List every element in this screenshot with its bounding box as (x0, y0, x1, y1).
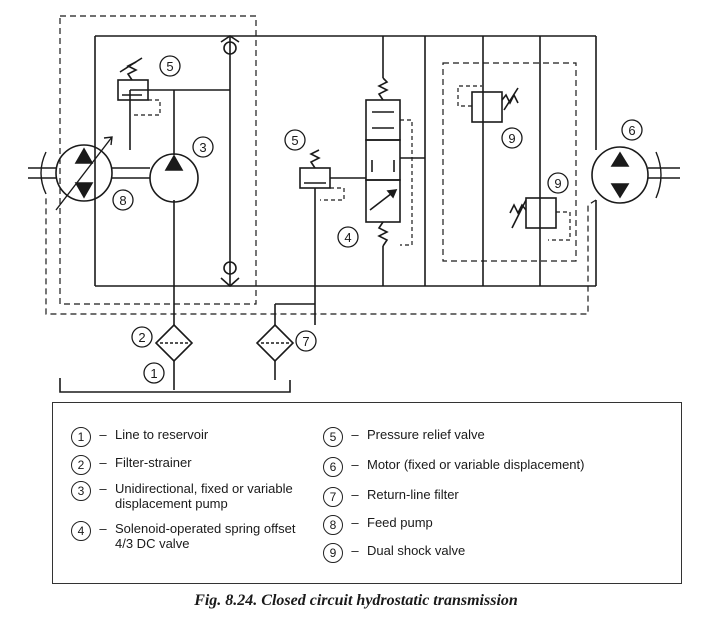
legend-text: Feed pump (367, 515, 433, 530)
svg-text:9: 9 (554, 176, 561, 191)
svg-text:1: 1 (150, 366, 157, 381)
callout-1: 1 (143, 362, 165, 384)
svg-text:3: 3 (199, 140, 206, 155)
legend-item-3: 3 – Unidirectional, fixed or variable di… (71, 481, 321, 511)
legend-separator: – (99, 427, 107, 442)
relief-valve-middle (299, 149, 366, 325)
svg-text:9: 9 (508, 131, 515, 146)
callout-4: 4 (337, 226, 359, 248)
shock-valve-lower (509, 197, 571, 241)
shock-valve-upper (457, 85, 519, 123)
legend-number: 7 (323, 487, 343, 507)
callout-9-lower: 9 (547, 172, 569, 194)
svg-text:7: 7 (302, 334, 309, 349)
callout-6: 6 (621, 119, 643, 141)
legend-number: 1 (71, 427, 91, 447)
legend-item-5: 5 – Pressure relief valve (323, 427, 663, 447)
legend-separator: – (351, 427, 359, 442)
reservoir-line (59, 378, 291, 393)
filter-strainer-symbol (154, 323, 194, 390)
svg-text:5: 5 (291, 133, 298, 148)
legend-item-8: 8 – Feed pump (323, 515, 663, 535)
svg-text:6: 6 (628, 123, 635, 138)
legend-item-2: 2 – Filter-strainer (71, 455, 331, 475)
legend-item-1: 1 – Line to reservoir (71, 427, 331, 447)
svg-text:2: 2 (138, 330, 145, 345)
callout-5-left: 5 (159, 55, 181, 77)
legend-separator: – (99, 455, 107, 470)
legend-separator: – (351, 457, 359, 472)
directional-control-valve (365, 36, 425, 286)
callout-7: 7 (295, 330, 317, 352)
callout-3: 3 (192, 136, 214, 158)
legend-separator: – (351, 515, 359, 530)
legend-box: 1 – Line to reservoir 2 – Filter-straine… (52, 402, 682, 584)
svg-text:5: 5 (166, 59, 173, 74)
legend-number: 3 (71, 481, 91, 501)
legend-number: 5 (323, 427, 343, 447)
legend-text: Pressure relief valve (367, 427, 485, 442)
legend-separator: – (99, 521, 107, 536)
legend-text: Solenoid-operated spring offset 4/3 DC v… (115, 521, 296, 551)
legend-text: Line to reservoir (115, 427, 209, 442)
legend-text: Unidirectional, fixed or variable displa… (115, 481, 293, 511)
legend-separator: – (351, 543, 359, 558)
feed-pump-symbol (28, 136, 113, 211)
drain-line (45, 196, 597, 315)
motor-symbol (591, 146, 680, 204)
callout-8: 8 (112, 189, 134, 211)
legend-number: 9 (323, 543, 343, 563)
callout-2: 2 (131, 326, 153, 348)
legend-item-6: 6 – Motor (fixed or variable displacemen… (323, 457, 663, 477)
legend-number: 6 (323, 457, 343, 477)
callout-5-middle: 5 (284, 129, 306, 151)
return-line-filter-symbol (255, 303, 315, 380)
shock-valve-dashed-boundary (442, 62, 577, 262)
legend-separator: – (99, 481, 107, 496)
legend-item-7: 7 – Return-line filter (323, 487, 663, 507)
svg-text:8: 8 (119, 193, 126, 208)
check-valve-bottom (220, 261, 240, 288)
legend-text: Motor (fixed or variable displacement) (367, 457, 585, 472)
legend-number: 2 (71, 455, 91, 475)
legend-separator: – (351, 487, 359, 502)
main-pump-symbol (112, 153, 199, 203)
svg-text:4: 4 (344, 230, 351, 245)
callout-9-upper: 9 (501, 127, 523, 149)
legend-number: 4 (71, 521, 91, 541)
check-valve-top (220, 35, 240, 55)
legend-text: Dual shock valve (367, 543, 466, 558)
relief-valve-left (117, 57, 161, 116)
figure-caption: Fig. 8.24. Closed circuit hydrostatic tr… (194, 592, 518, 609)
legend-item-9: 9 – Dual shock valve (323, 543, 663, 563)
legend-text: Return-line filter (367, 487, 459, 502)
legend-text: Filter-strainer (115, 455, 192, 470)
legend-number: 8 (323, 515, 343, 535)
hydraulic-circuit-diagram: 5 3 8 5 4 9 9 6 (28, 15, 680, 393)
legend-item-4: 4 – Solenoid-operated spring offset 4/3 … (71, 521, 321, 551)
